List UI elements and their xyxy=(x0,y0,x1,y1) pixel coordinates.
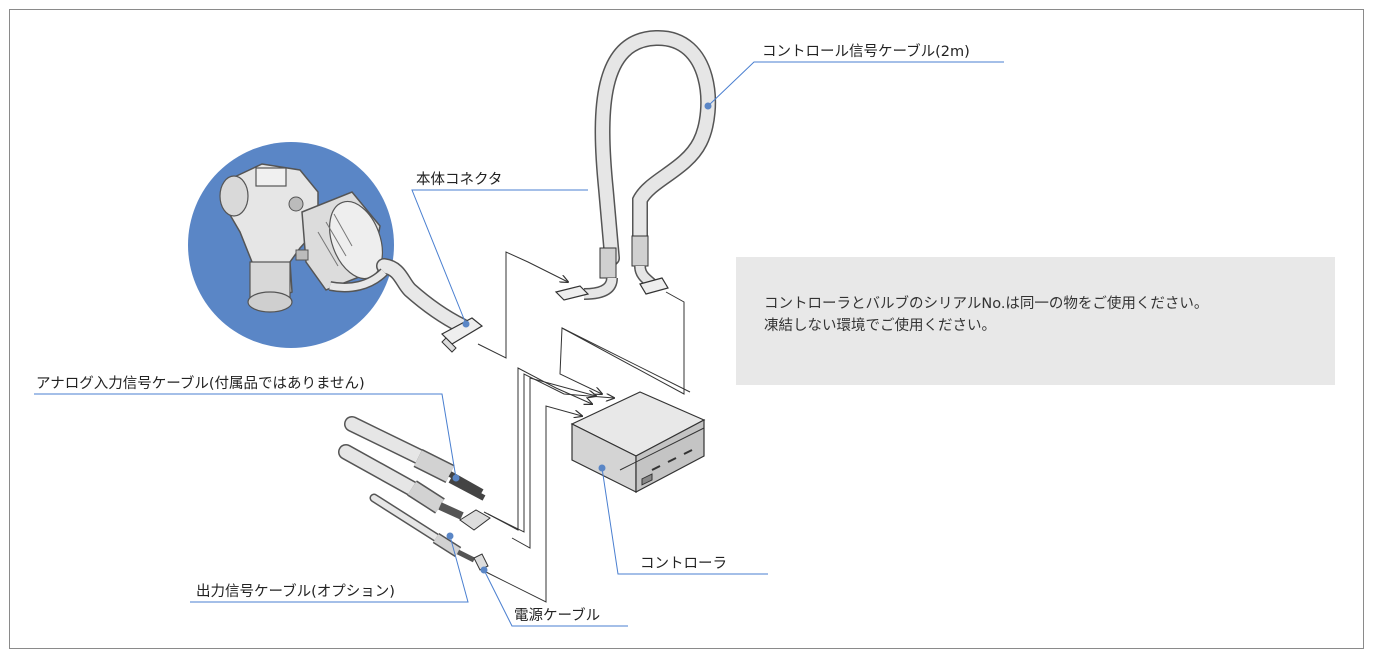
analog-cable-label: アナログ入力信号ケーブル(付属品ではありません) xyxy=(36,376,365,392)
controller-illustration xyxy=(570,391,706,493)
body-connector-label: 本体コネクタ xyxy=(416,172,503,188)
control-cable-label: コントロール信号ケーブル(2m) xyxy=(762,44,970,60)
leader-lines xyxy=(34,61,1004,627)
note-box: コントローラとバルブのシリアルNo.は同一の物をご使用ください。 凍結しない環境… xyxy=(736,257,1335,385)
wiring-lines xyxy=(477,251,691,603)
valve-illustration xyxy=(188,142,394,348)
note-line-1: コントローラとバルブのシリアルNo.は同一の物をご使用ください。 xyxy=(764,296,1209,312)
ribbon-cable xyxy=(329,258,484,353)
leader-dots xyxy=(446,102,712,574)
diagram-frame xyxy=(9,9,1364,649)
signal-cables xyxy=(338,416,491,571)
note-line-2: 凍結しない環境でご使用ください。 xyxy=(764,318,996,334)
control-cable-loop xyxy=(554,29,717,301)
power-cable-label: 電源ケーブル xyxy=(514,608,601,624)
controller-label: コントローラ xyxy=(640,556,727,572)
output-cable-label: 出力信号ケーブル(オプション) xyxy=(196,584,395,600)
